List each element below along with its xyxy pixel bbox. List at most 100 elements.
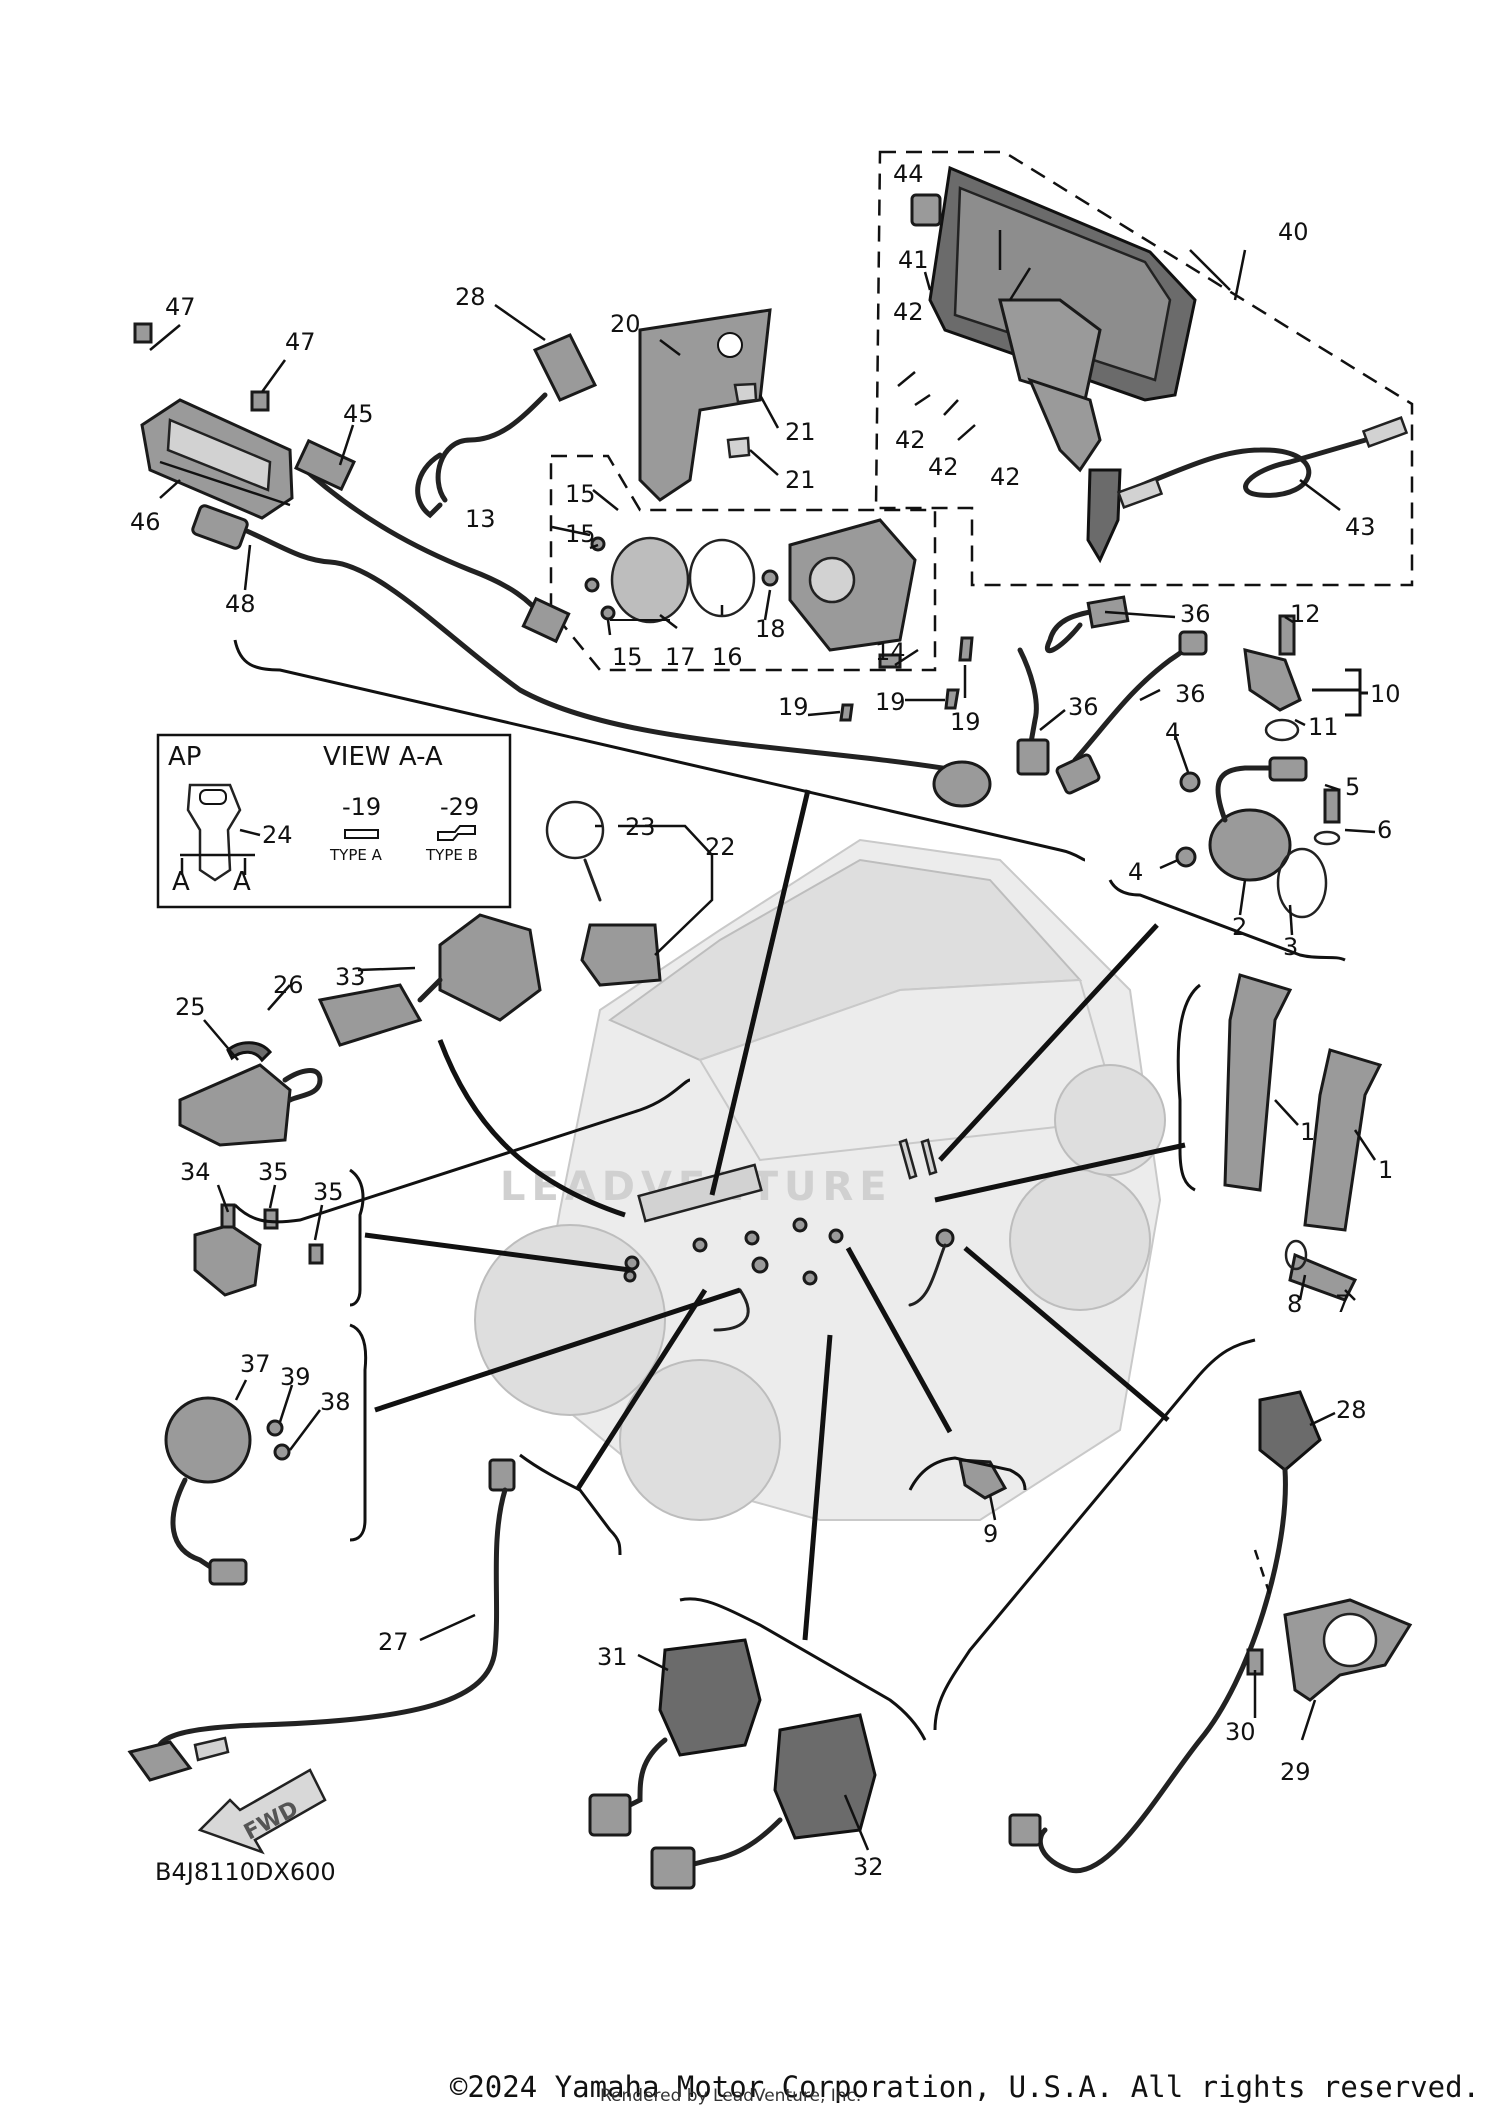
callout: 20 xyxy=(610,310,641,338)
harness-36 xyxy=(1016,595,1208,795)
type-a-icon xyxy=(344,829,379,839)
display-unit xyxy=(897,165,1197,564)
callout: 47 xyxy=(165,293,196,321)
callout: 40 xyxy=(1278,218,1309,246)
sensor-10 xyxy=(1243,614,1302,742)
callout: 21 xyxy=(785,466,816,494)
callout: 4 xyxy=(1128,858,1143,886)
view-title: VIEW A-A xyxy=(323,742,443,772)
ap-label: AP xyxy=(168,742,201,772)
ignition-coils xyxy=(1223,973,1383,1302)
callout: 39 xyxy=(280,1363,311,1391)
callout-leaders xyxy=(149,230,1377,1851)
callout: 6 xyxy=(1377,816,1392,844)
usb-cable-43 xyxy=(1116,416,1409,509)
callout: 21 xyxy=(785,418,816,446)
sensor-2 xyxy=(1175,756,1341,919)
key-callout-24: 24 xyxy=(262,821,293,849)
callout: 35 xyxy=(313,1178,344,1206)
callout: 14 xyxy=(875,638,906,666)
callout: 30 xyxy=(1225,1718,1256,1746)
callout: 7 xyxy=(1335,1290,1350,1318)
callout: 36 xyxy=(1175,680,1206,708)
part-22-23 xyxy=(545,800,662,987)
callout: 19 xyxy=(950,708,981,736)
sensor-9 xyxy=(958,1458,1008,1500)
callout: 41 xyxy=(898,246,929,274)
callout: 15 xyxy=(565,520,596,548)
callout: 19 xyxy=(778,693,809,721)
callout: 17 xyxy=(665,643,696,671)
switch-31 xyxy=(588,1638,762,1837)
callout: 26 xyxy=(273,971,304,999)
callout: 28 xyxy=(1336,1396,1367,1424)
callout: 4 xyxy=(1165,718,1180,746)
type-b-code: -29 xyxy=(440,793,479,821)
diagram-code: B4J8110DX600 xyxy=(155,1858,336,1886)
callout: 48 xyxy=(225,590,256,618)
callout: 43 xyxy=(1345,513,1376,541)
callout-numbers: 1 1 2 3 4 4 5 6 7 8 9 10 11 12 13 14 15 … xyxy=(130,160,1401,1881)
type-b-label: TYPE B xyxy=(425,846,478,864)
callout: 32 xyxy=(853,1853,884,1881)
vehicle-hardware xyxy=(623,1138,955,1332)
callout: 18 xyxy=(755,615,786,643)
kit-box-40 xyxy=(874,150,1414,587)
callout: 11 xyxy=(1308,713,1339,741)
callout: 31 xyxy=(597,1643,628,1671)
copyright-notice: ©2024 Yamaha Motor Corporation, U.S.A. A… xyxy=(449,2070,1480,2104)
switch-33 xyxy=(317,913,542,1047)
socket-28-top xyxy=(415,333,598,519)
callout: 36 xyxy=(1068,693,1099,721)
callout: 5 xyxy=(1345,773,1360,801)
type-a-code: -19 xyxy=(342,793,381,821)
callout: 42 xyxy=(893,298,924,326)
callout: 36 xyxy=(1180,600,1211,628)
ecu-46 xyxy=(133,322,294,520)
callout: 10 xyxy=(1370,680,1401,708)
callout: 44 xyxy=(893,160,924,188)
type-b-icon xyxy=(437,825,476,841)
callout: 47 xyxy=(285,328,316,356)
callout: 29 xyxy=(1280,1758,1311,1786)
callout: 35 xyxy=(258,1158,289,1186)
callout: 27 xyxy=(378,1628,409,1656)
part-34 xyxy=(193,1203,324,1297)
cable-27 xyxy=(127,1458,516,1782)
callout: 38 xyxy=(320,1388,351,1416)
callout: 42 xyxy=(990,463,1021,491)
callout: 12 xyxy=(1290,600,1321,628)
callout: 25 xyxy=(175,993,206,1021)
callout: 13 xyxy=(465,505,496,533)
callout: 33 xyxy=(335,963,366,991)
vehicle-ghost: LEADVENTURE xyxy=(474,838,1166,1521)
bracket-20 xyxy=(638,308,772,502)
callout: 1 xyxy=(1378,1156,1393,1184)
cover-29 xyxy=(1246,1598,1413,1702)
group-brackets xyxy=(233,639,1346,1741)
inset-view-aa: AP VIEW A-A A A 24 -19 -29 TYPE A TYPE B xyxy=(156,733,512,909)
callout: 3 xyxy=(1283,933,1298,961)
callout: 37 xyxy=(240,1350,271,1378)
callout: 2 xyxy=(1232,913,1247,941)
harness-48 xyxy=(191,504,992,808)
callout: 45 xyxy=(343,400,374,428)
callout: 19 xyxy=(875,688,906,716)
callout: 8 xyxy=(1287,1290,1302,1318)
callout: 28 xyxy=(455,283,486,311)
callout: 34 xyxy=(180,1158,211,1186)
callout: 15 xyxy=(565,480,596,508)
callout: 42 xyxy=(928,453,959,481)
throttle-body-group xyxy=(584,518,974,722)
section-a-left: A xyxy=(172,867,190,897)
fwd-arrow: FWD xyxy=(197,1768,327,1855)
callout: 22 xyxy=(705,833,736,861)
harness-45 xyxy=(294,438,571,644)
link-lines xyxy=(364,789,1186,1641)
type-a-label: TYPE A xyxy=(329,846,383,864)
callout: 1 xyxy=(1300,1118,1315,1146)
callout: 9 xyxy=(983,1520,998,1548)
callout: 46 xyxy=(130,508,161,536)
